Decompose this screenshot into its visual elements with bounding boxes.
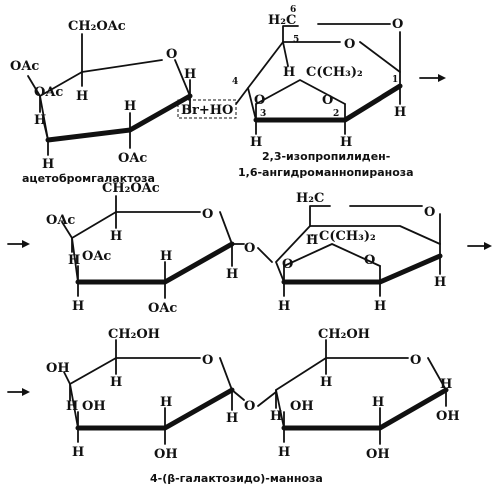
ketal-oxygen-label: O: [322, 93, 333, 108]
ch2oac-label: CH₂OAc: [68, 19, 126, 34]
caption-product: 4-(β-галактозидо)-манноза: [150, 472, 323, 485]
ch2oh-label: CH₂OH: [318, 327, 370, 342]
h-label: H: [68, 253, 80, 268]
oac-label: OAc: [118, 151, 147, 166]
oh-label: OH: [290, 399, 314, 414]
h-label: H: [372, 395, 384, 410]
h-label: H: [340, 135, 352, 150]
h-label: H: [270, 409, 282, 424]
isopropylidene-label: · C(CH₃)₂: [310, 229, 376, 244]
caption-acetobromogalactose: ацетобромгалактоза: [22, 172, 155, 185]
oac-label: OAc: [82, 249, 111, 264]
h-label: H: [374, 299, 386, 314]
arrow-in-row2: [7, 240, 30, 248]
h-label: H: [76, 89, 88, 104]
ketal-oxygen-label: O: [254, 93, 265, 108]
reaction-arrow-2: [467, 242, 492, 250]
atom-number-1: 1: [392, 75, 398, 85]
isopropylidene-label: C(CH₃)₂: [306, 65, 363, 80]
atom-number-3: 3: [260, 109, 266, 119]
ring-oxygen-label: O: [202, 207, 213, 222]
arrow-in-row3: [7, 388, 30, 396]
acetobromogalactose-structure: CH₂OAc O H OAc H OAc H H OAc H Br+HO: [10, 19, 237, 172]
protected-galactose-ring: CH₂OAc O H OAc H OAc H H OAc H: [46, 181, 238, 316]
ch2oh-label: CH₂OH: [108, 327, 160, 342]
h-label: H: [42, 157, 54, 172]
reaction-arrow-1: [419, 74, 446, 82]
mannose-unit: CH₂OH O H H OH H H OH H OH: [270, 327, 460, 462]
glycosidic-oxygen-label: O: [244, 241, 255, 256]
h-label: H: [110, 229, 122, 244]
oh-label: OH: [154, 447, 178, 462]
ring-oxygen-label: O: [166, 47, 177, 62]
oac-label: OAc: [46, 213, 75, 228]
caption-isopropylidene-line1: 2,3-изопропилиден-: [262, 150, 390, 163]
ring-oxygen-label: O: [202, 353, 213, 368]
h-label: H: [124, 99, 136, 114]
oac-label: OAc: [10, 59, 39, 74]
ketal-oxygen-label: O: [282, 257, 293, 272]
h-label: H: [283, 65, 295, 80]
oac-label: OAc: [34, 85, 63, 100]
h-label: H: [66, 399, 78, 414]
h2c-label: H₂C: [296, 191, 324, 206]
glycosidic-oxygen-label: O: [244, 399, 255, 414]
h-label: H: [184, 67, 196, 82]
h-label: H: [278, 445, 290, 460]
atom-number-4: 4: [232, 77, 238, 87]
caption-isopropylidene-line2: 1,6-ангидроманнопираноза: [238, 166, 414, 179]
h-label: H: [306, 233, 318, 248]
protected-mannose-ring: H₂C O H · C(CH₃)₂ O O H H H: [275, 191, 446, 314]
oh-label: OH: [436, 409, 460, 424]
oh-label: OH: [82, 399, 106, 414]
h-label: H: [320, 375, 332, 390]
h-label: H: [34, 113, 46, 128]
h-label: H: [250, 135, 262, 150]
atom-number-2: 2: [333, 109, 339, 119]
h-label: H: [278, 299, 290, 314]
h-label: H: [226, 411, 238, 426]
ch2oac-label: CH₂OAc: [102, 181, 160, 196]
h-label: H: [72, 445, 84, 460]
h-label: H: [440, 377, 452, 392]
glycosidic-oxygen-2: O: [231, 389, 277, 414]
h-label: H: [110, 375, 122, 390]
br-plus-ho-label: Br+HO: [181, 103, 233, 118]
h-label: H: [72, 299, 84, 314]
isopropylidene-anhydromannose-structure: H₂C 6 O 5 O H C(CH₃)₂ 4 1 O 3 O 2 H H H: [232, 5, 406, 150]
h-label: H: [226, 267, 238, 282]
h-label: H: [394, 105, 406, 120]
ring-oxygen-label: O: [344, 37, 355, 52]
atom-number-6: 6: [290, 5, 296, 15]
oh-label: OH: [46, 361, 70, 376]
h2c-label: H₂C: [268, 13, 296, 28]
oh-label: OH: [366, 447, 390, 462]
galactose-unit: CH₂OH O H OH H OH H H OH H: [46, 327, 238, 462]
atom-number-5: 5: [293, 35, 299, 45]
oac-label: OAc: [148, 301, 177, 316]
anhydro-oxygen-label: O: [392, 17, 403, 32]
ring-oxygen-label: O: [410, 353, 421, 368]
h-label: H: [160, 249, 172, 264]
h-label: H: [434, 275, 446, 290]
h-label: H: [160, 395, 172, 410]
ketal-oxygen-label: O: [364, 253, 375, 268]
anhydro-oxygen-label: O: [424, 205, 435, 220]
glycosidic-oxygen-1: O: [231, 241, 273, 263]
reaction-site-box: [177, 99, 237, 119]
